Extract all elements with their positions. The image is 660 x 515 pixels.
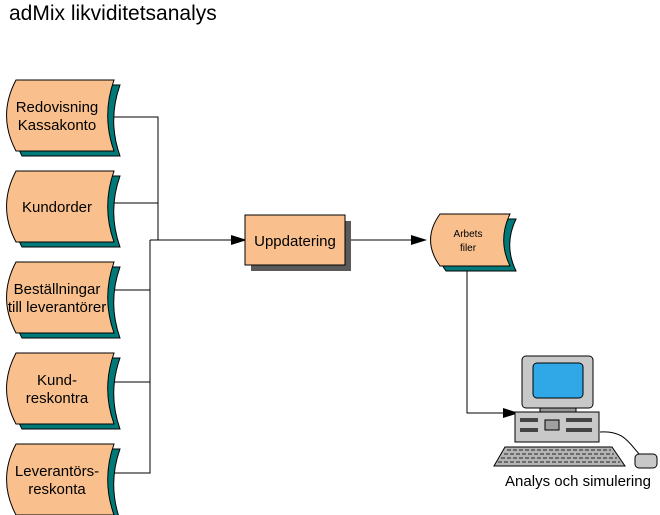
mouse [634, 453, 658, 469]
connector-leverantorsreskonta [112, 240, 151, 474]
connector-redovisning [112, 116, 159, 240]
source-label: Kundorder [22, 199, 92, 216]
monitor-stand [539, 407, 577, 413]
source-label: Kund- [37, 372, 77, 389]
source-list: RedovisningKassakontoKundorderBeställnin… [6, 79, 121, 515]
drive-slot [566, 418, 592, 422]
working-files-store: Arbets filer [430, 213, 517, 272]
front-panel [544, 419, 560, 431]
connectors [112, 116, 519, 474]
source-label: Leverantörs- [15, 463, 99, 480]
drive-slot [566, 428, 592, 432]
store-label: filer [460, 243, 477, 254]
source-label: reskontra [26, 390, 89, 407]
drive-slot [520, 428, 538, 432]
store-label: Arbets [454, 229, 483, 240]
source-label: Beställningar [14, 281, 101, 298]
computer-caption: Analys och simulering [505, 473, 651, 490]
mouse-cable [599, 431, 642, 457]
source-label: Kassakonto [18, 117, 96, 134]
store-body [6, 352, 115, 425]
page-title: adMix likviditetsanalys [9, 2, 217, 25]
source-store-5: Leverantörs-reskonta [6, 443, 121, 515]
store-body [6, 443, 115, 515]
store-body [430, 213, 511, 267]
store-body [6, 261, 115, 334]
drive-slot [520, 418, 538, 422]
monitor-screen [532, 362, 584, 399]
process-label: Uppdatering [254, 233, 336, 250]
source-store-2: Kundorder [6, 170, 121, 248]
source-label: reskonta [28, 481, 86, 498]
source-label: Redovisning [16, 99, 99, 116]
process-box: Uppdatering [244, 214, 351, 271]
store-body [6, 79, 115, 152]
process-body [244, 214, 346, 266]
source-label: till leverantörer [8, 299, 106, 316]
keyboard [493, 446, 626, 467]
computer-icon [493, 355, 658, 469]
connector-to-computer [466, 270, 519, 418]
source-store-4: Kund-reskontra [6, 352, 121, 430]
store-body [6, 170, 115, 243]
store-shape [430, 213, 517, 272]
